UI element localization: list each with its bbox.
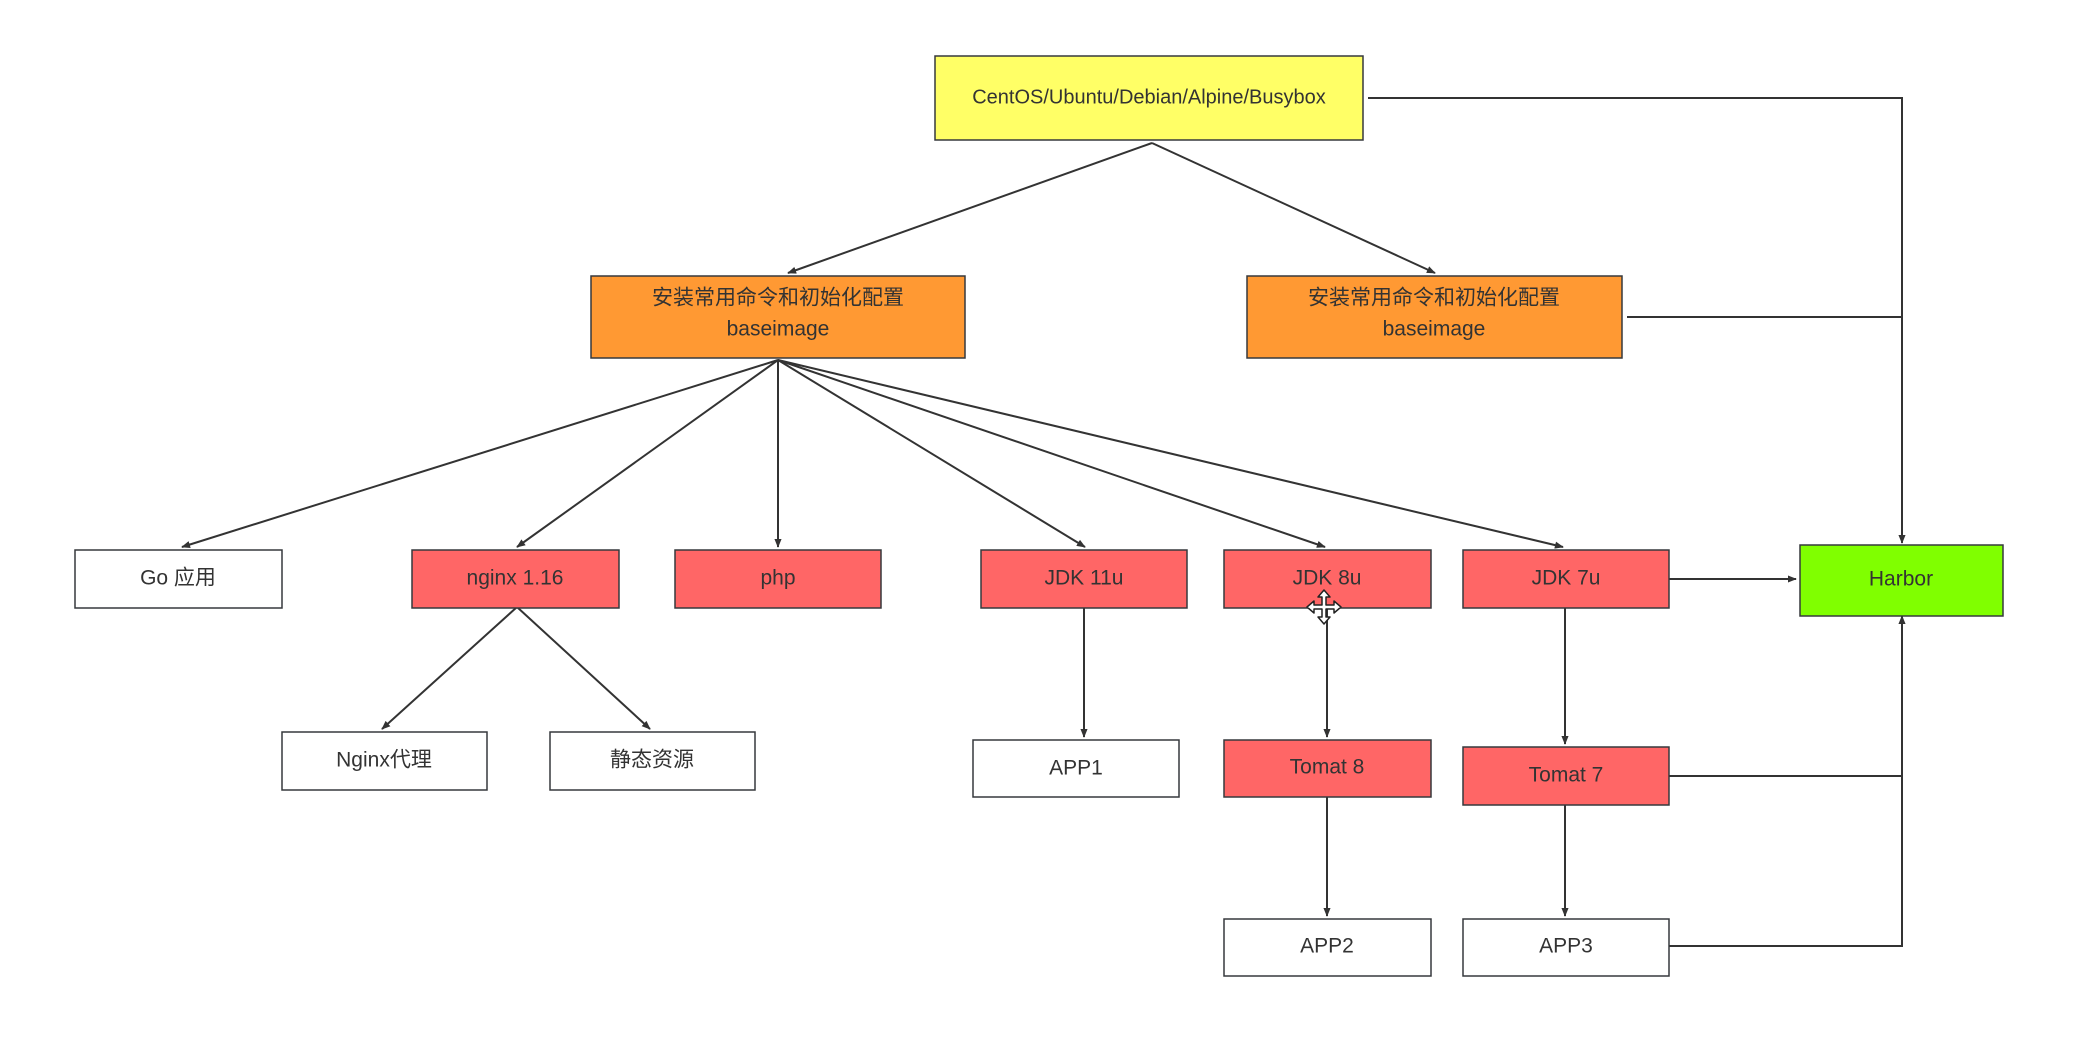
base-image-left-line2: baseimage — [727, 318, 830, 341]
edge-base-to-jdk11 — [777, 359, 1086, 548]
edge-os-to-harbor — [1368, 97, 1906, 544]
nginx-proxy-node[interactable]: Nginx代理 — [281, 731, 488, 791]
app3-label: APP3 — [1539, 935, 1593, 958]
tomcat8-label: Tomat 8 — [1290, 756, 1365, 779]
tomcat7-label: Tomat 7 — [1529, 764, 1604, 787]
nginx-node[interactable]: nginx 1.16 — [411, 549, 620, 609]
jdk11-label: JDK 11u — [1045, 567, 1124, 590]
nginx-proxy-box — [281, 731, 488, 791]
nodes: CentOS/Ubuntu/Debian/Alpine/Busybox 安装常用… — [74, 55, 2004, 977]
jdk11-box — [980, 549, 1188, 609]
edge-os-to-base-left — [787, 142, 1153, 274]
edge-nginx-to-static — [516, 606, 651, 730]
base-image-left-line1: 安装常用命令和初始化配置 — [652, 287, 904, 310]
jdk7-label: JDK 7u — [1532, 567, 1601, 590]
php-label: php — [760, 567, 795, 590]
static-resources-label: 静态资源 — [610, 749, 694, 772]
edges — [181, 97, 1906, 947]
os-node-label: CentOS/Ubuntu/Debian/Alpine/Busybox — [972, 86, 1326, 108]
jdk8-label: JDK 8u — [1293, 567, 1362, 590]
base-image-left-node[interactable]: 安装常用命令和初始化配置 baseimage — [590, 275, 966, 359]
base-image-right-box — [1246, 275, 1623, 359]
app2-box — [1223, 918, 1432, 977]
edge-os-to-base-right — [1151, 142, 1436, 274]
tomcat7-box — [1462, 746, 1670, 806]
edge-base-to-nginx — [516, 359, 779, 548]
base-image-right-line2: baseimage — [1383, 318, 1486, 341]
app3-box — [1462, 918, 1670, 977]
jdk7-node[interactable]: JDK 7u — [1462, 549, 1670, 609]
static-resources-node[interactable]: 静态资源 — [549, 731, 756, 791]
harbor-label: Harbor — [1869, 568, 1933, 591]
go-app-node[interactable]: Go 应用 — [74, 549, 283, 609]
edge-app3-to-harbor — [1668, 615, 1906, 947]
app2-label: APP2 — [1300, 935, 1354, 958]
edge-nginx-to-proxy — [381, 606, 518, 730]
jdk7-box — [1462, 549, 1670, 609]
harbor-box — [1799, 544, 2004, 617]
app3-node[interactable]: APP3 — [1462, 918, 1670, 977]
base-image-right-node[interactable]: 安装常用命令和初始化配置 baseimage — [1246, 275, 1623, 359]
edge-base-to-go — [181, 359, 779, 549]
nginx-proxy-label: Nginx代理 — [336, 749, 432, 772]
os-node[interactable]: CentOS/Ubuntu/Debian/Alpine/Busybox — [934, 55, 1364, 141]
tomcat7-node[interactable]: Tomat 7 — [1462, 746, 1670, 806]
go-app-label: Go 应用 — [140, 567, 216, 590]
edge-base-to-jdk8 — [777, 359, 1326, 548]
go-app-box — [74, 549, 283, 609]
base-image-left-box — [590, 275, 966, 359]
jdk8-box — [1223, 549, 1432, 609]
harbor-node[interactable]: Harbor — [1799, 544, 2004, 617]
edge-base-to-jdk7 — [777, 359, 1564, 549]
app1-label: APP1 — [1049, 757, 1103, 780]
tomcat8-node[interactable]: Tomat 8 — [1223, 739, 1432, 798]
php-box — [674, 549, 882, 609]
jdk11-node[interactable]: JDK 11u — [980, 549, 1188, 609]
php-node[interactable]: php — [674, 549, 882, 609]
nginx-label: nginx 1.16 — [467, 567, 564, 590]
jdk8-node[interactable]: JDK 8u — [1223, 549, 1432, 609]
app1-box — [972, 739, 1180, 798]
app2-node[interactable]: APP2 — [1223, 918, 1432, 977]
static-resources-box — [549, 731, 756, 791]
app1-node[interactable]: APP1 — [972, 739, 1180, 798]
tomcat8-box — [1223, 739, 1432, 798]
move-cursor-icon — [1306, 589, 1342, 625]
nginx-box — [411, 549, 620, 609]
os-node-box — [934, 55, 1364, 141]
base-image-right-line1: 安装常用命令和初始化配置 — [1308, 287, 1560, 310]
